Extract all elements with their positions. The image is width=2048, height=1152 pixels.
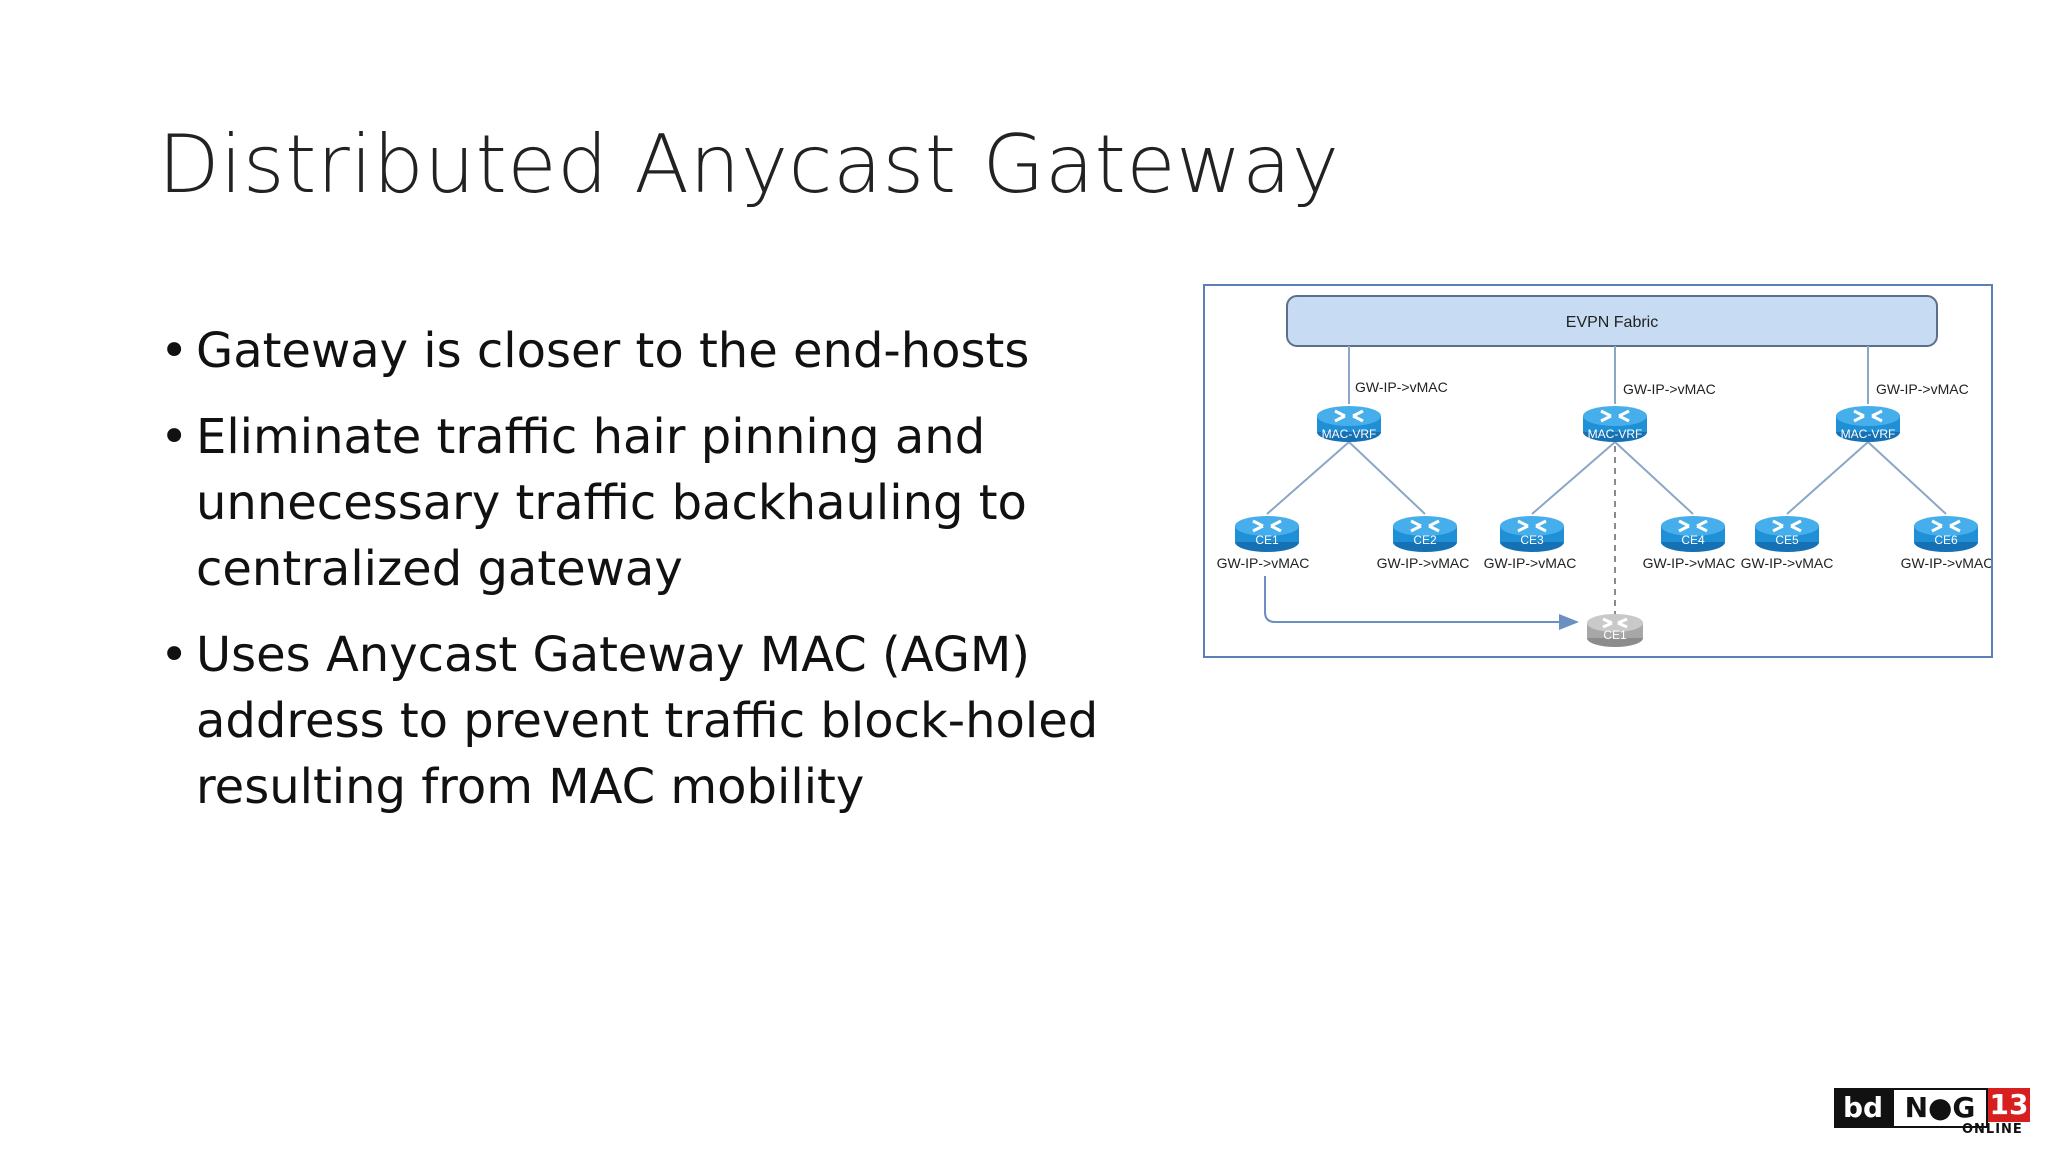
bullet-text: Gateway is closer to the end-hosts — [196, 323, 1030, 379]
gw-label: GW-IP->vMAC — [1377, 555, 1470, 571]
bullet-dot-icon: • — [160, 627, 189, 683]
logo-number: 13 — [1988, 1088, 2030, 1122]
ce-label: CE1 — [1255, 533, 1279, 547]
gw-label: GW-IP->vMAC — [1484, 555, 1577, 571]
logo-bd: bd — [1834, 1088, 1892, 1128]
evpn-diagram: EVPN Fabric MAC-VRF GW-IP->vMAC MAC-VRF … — [1203, 284, 1993, 658]
gw-label: GW-IP->vMAC — [1876, 381, 1969, 397]
fabric-label: EVPN Fabric — [1566, 314, 1658, 331]
moved-ce-label: CE1 — [1603, 628, 1627, 642]
ce-label: CE5 — [1775, 533, 1799, 547]
bullet-dot-icon: • — [160, 323, 189, 379]
ce-label: CE4 — [1681, 533, 1705, 547]
logo-online: ONLINE — [1962, 1122, 2023, 1137]
bullet-item: •Uses Anycast Gateway MAC (AGM) address … — [160, 622, 1160, 820]
mac-vrf-label: MAC-VRF — [1841, 427, 1896, 441]
gw-label: GW-IP->vMAC — [1355, 379, 1448, 395]
bullet-dot-icon: • — [160, 409, 189, 465]
ce-label: CE6 — [1934, 533, 1958, 547]
ce-label: CE2 — [1413, 533, 1437, 547]
bullet-list: •Gateway is closer to the end-hosts •Eli… — [160, 318, 1160, 840]
evpn-diagram-svg: EVPN Fabric MAC-VRF GW-IP->vMAC MAC-VRF … — [1217, 295, 1993, 649]
gw-label: GW-IP->vMAC — [1901, 555, 1991, 571]
mac-vrf-label: MAC-VRF — [1588, 427, 1643, 441]
bdnog-logo: bd N●G 13 ONLINE — [1834, 1088, 2030, 1137]
bullet-text: Eliminate traffic hair pinning and unnec… — [196, 409, 1027, 597]
bullet-item: •Eliminate traffic hair pinning and unne… — [160, 404, 1160, 602]
gw-label: GW-IP->vMAC — [1623, 381, 1716, 397]
gw-label: GW-IP->vMAC — [1217, 555, 1310, 571]
logo-nog: N●G — [1892, 1088, 1988, 1128]
bullet-item: •Gateway is closer to the end-hosts — [160, 318, 1160, 384]
bullet-text: Uses Anycast Gateway MAC (AGM) address t… — [196, 627, 1099, 815]
mac-vrf-label: MAC-VRF — [1322, 427, 1377, 441]
ce-label: CE3 — [1520, 533, 1544, 547]
evpn-fabric-box — [1286, 295, 1938, 347]
slide-title: Distributed Anycast Gateway — [158, 118, 1340, 211]
mobility-arrow — [1264, 576, 1579, 630]
gw-label: GW-IP->vMAC — [1741, 555, 1834, 571]
gw-label: GW-IP->vMAC — [1643, 555, 1736, 571]
